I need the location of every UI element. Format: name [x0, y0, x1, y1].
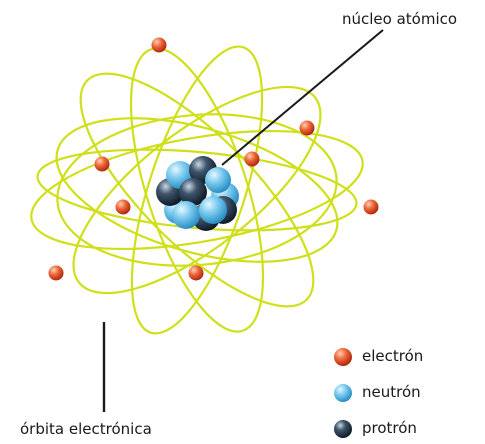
- electrons: [48, 37, 379, 281]
- electron: [188, 265, 204, 281]
- nucleus-leader-line: [221, 29, 384, 166]
- nucleus-proton: [179, 178, 207, 206]
- orbit-ring: [30, 129, 364, 251]
- legend-neutron-label: neutrón: [362, 383, 421, 401]
- electron: [115, 199, 131, 215]
- nucleus-neutron: [205, 167, 231, 193]
- legend-proton-label: protrón: [362, 419, 417, 437]
- orbit-ring: [129, 47, 265, 333]
- electron: [244, 151, 260, 167]
- electron: [299, 120, 315, 136]
- electron: [48, 265, 64, 281]
- orbit-ring: [72, 85, 322, 295]
- legend-electron-label: electrón: [362, 347, 424, 365]
- orbit-ring: [36, 148, 358, 232]
- electron: [94, 156, 110, 172]
- electron: [151, 37, 167, 53]
- legend-electron-icon: [334, 348, 352, 366]
- nucleus-neutron: [172, 201, 200, 229]
- electron: [363, 199, 379, 215]
- legend-proton-icon: [334, 420, 352, 438]
- legend-neutron-icon: [334, 384, 352, 402]
- nucleus-label: núcleo atómico: [342, 10, 458, 28]
- nucleus-neutron: [199, 196, 227, 224]
- orbit-label: órbita electrónica: [20, 420, 152, 438]
- nucleus: [156, 156, 239, 231]
- orbits: [30, 45, 364, 335]
- orbit-ring: [56, 113, 338, 267]
- orbit-ring: [130, 45, 264, 335]
